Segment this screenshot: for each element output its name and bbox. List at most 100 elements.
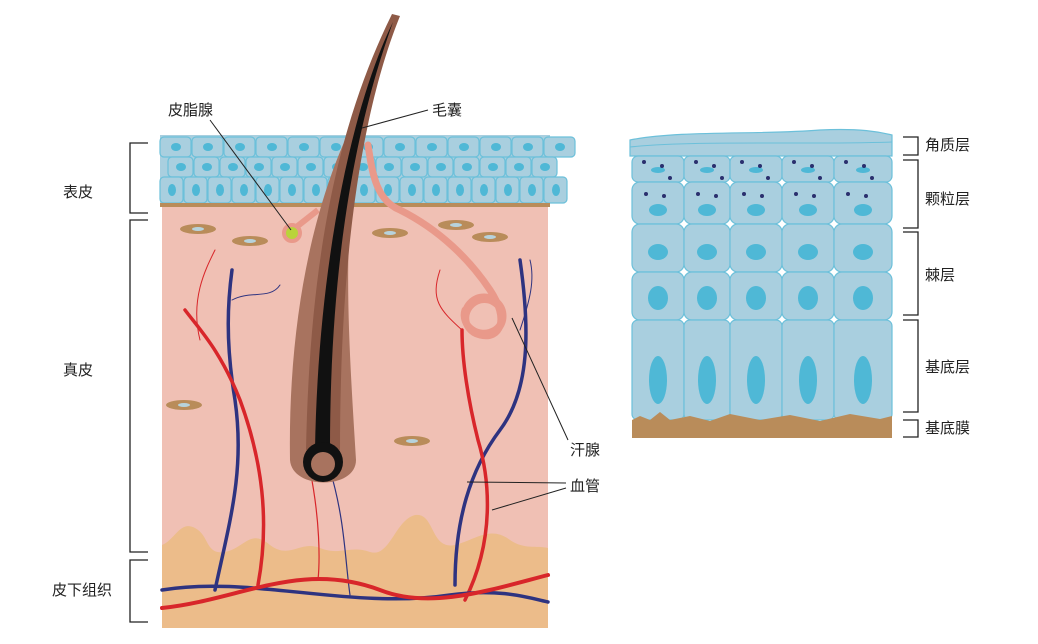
keratohyalin-granule xyxy=(870,176,874,180)
artery xyxy=(460,328,490,602)
keratohyalin-granule xyxy=(660,164,664,168)
keratohyalin-granule xyxy=(766,176,770,180)
cell-nucleus xyxy=(264,184,272,196)
cell-nucleus xyxy=(700,167,714,173)
cell-nucleus xyxy=(528,184,536,196)
cell-nucleus xyxy=(410,163,420,171)
cell-nucleus xyxy=(358,163,368,171)
cell-nucleus xyxy=(456,184,464,196)
cell-nucleus xyxy=(306,163,316,171)
cell-nucleus xyxy=(540,163,550,171)
keratohyalin-granule xyxy=(794,192,798,196)
subcutaneous-fat xyxy=(162,514,548,628)
cell-nucleus xyxy=(203,143,213,151)
cell-nucleus xyxy=(299,143,309,151)
cell-nucleus xyxy=(856,167,870,173)
cell-nucleus xyxy=(488,163,498,171)
label-dermis: 真皮 xyxy=(63,361,93,379)
keratohyalin-granule xyxy=(792,160,796,164)
cell-nucleus xyxy=(854,356,872,404)
label-stratum-basale: 基底层 xyxy=(925,358,970,376)
cell-nucleus xyxy=(436,163,446,171)
keratohyalin-granule xyxy=(864,194,868,198)
cell-nucleus xyxy=(648,244,668,260)
keratohyalin-granule xyxy=(844,160,848,164)
keratohyalin-granule xyxy=(758,164,762,168)
keratohyalin-granule xyxy=(740,160,744,164)
blood-vessels xyxy=(160,249,550,610)
cell-nucleus xyxy=(384,184,392,196)
label-hair-follicle: 毛囊 xyxy=(432,101,462,119)
cell-nucleus xyxy=(801,167,815,173)
cell-nucleus xyxy=(331,143,341,151)
cell-nucleus xyxy=(228,163,238,171)
cell-nucleus xyxy=(192,184,200,196)
granular-cell xyxy=(781,181,835,225)
vein xyxy=(453,258,528,587)
cell-nucleus xyxy=(649,356,667,404)
keratohyalin-granule xyxy=(760,194,764,198)
cell-nucleus xyxy=(523,143,533,151)
cell-nucleus xyxy=(799,356,817,404)
cell-nucleus xyxy=(504,184,512,196)
hair-papilla xyxy=(311,452,335,476)
sebaceous-gland xyxy=(282,223,302,243)
granular-cell xyxy=(729,181,783,225)
cell-nucleus xyxy=(459,143,469,151)
granular-cell xyxy=(683,181,731,225)
cell-nucleus xyxy=(491,143,501,151)
cell-nucleus xyxy=(176,163,186,171)
basement-membrane xyxy=(632,412,892,438)
cell-nucleus xyxy=(235,143,245,151)
cell-nucleus xyxy=(651,167,665,173)
label-epidermis: 表皮 xyxy=(63,183,93,201)
cell-nucleus xyxy=(202,163,212,171)
cell-nucleus xyxy=(552,184,560,196)
keratohyalin-granule xyxy=(668,176,672,180)
cell-nucleus xyxy=(798,286,818,310)
sweat-gland xyxy=(364,141,507,340)
granular-cell xyxy=(631,181,685,225)
epidermis-base-line xyxy=(160,203,550,207)
cell-nucleus xyxy=(746,286,766,310)
cell-nucleus xyxy=(853,286,873,310)
cell-nucleus xyxy=(698,204,716,216)
keratohyalin-granule xyxy=(696,192,700,196)
cell-nucleus xyxy=(240,184,248,196)
label-sebaceous-gland: 皮脂腺 xyxy=(168,101,213,119)
keratohyalin-granule xyxy=(812,194,816,198)
cell-nucleus xyxy=(171,143,181,151)
cell-nucleus xyxy=(698,356,716,404)
skin-cross-section xyxy=(159,14,576,628)
cell-nucleus xyxy=(280,163,290,171)
label-stratum-corneum: 角质层 xyxy=(925,136,970,154)
keratohyalin-granule xyxy=(810,164,814,168)
keratohyalin-granule xyxy=(862,164,866,168)
cell-nucleus xyxy=(746,244,766,260)
cell-nucleus xyxy=(697,286,717,310)
cell-nucleus xyxy=(854,204,872,216)
cell-nucleus xyxy=(555,143,565,151)
cell-nucleus xyxy=(697,244,717,260)
cell-nucleus xyxy=(798,244,818,260)
cell-nucleus xyxy=(168,184,176,196)
cell-nucleus xyxy=(427,143,437,151)
cell-nucleus xyxy=(514,163,524,171)
artery xyxy=(183,308,266,587)
cell-nucleus xyxy=(853,244,873,260)
cell-nucleus xyxy=(395,143,405,151)
cell-nucleus xyxy=(747,204,765,216)
vein xyxy=(213,268,240,592)
cell-nucleus xyxy=(216,184,224,196)
label-blood-vessel: 血管 xyxy=(570,477,600,495)
epidermis-layers-detail xyxy=(629,128,893,421)
keratohyalin-granule xyxy=(742,192,746,196)
cell-nucleus xyxy=(267,143,277,151)
cell-nucleus xyxy=(747,356,765,404)
cell-nucleus xyxy=(480,184,488,196)
keratohyalin-granule xyxy=(712,164,716,168)
keratohyalin-granule xyxy=(846,192,850,196)
cell-nucleus xyxy=(432,184,440,196)
cell-nucleus xyxy=(288,184,296,196)
